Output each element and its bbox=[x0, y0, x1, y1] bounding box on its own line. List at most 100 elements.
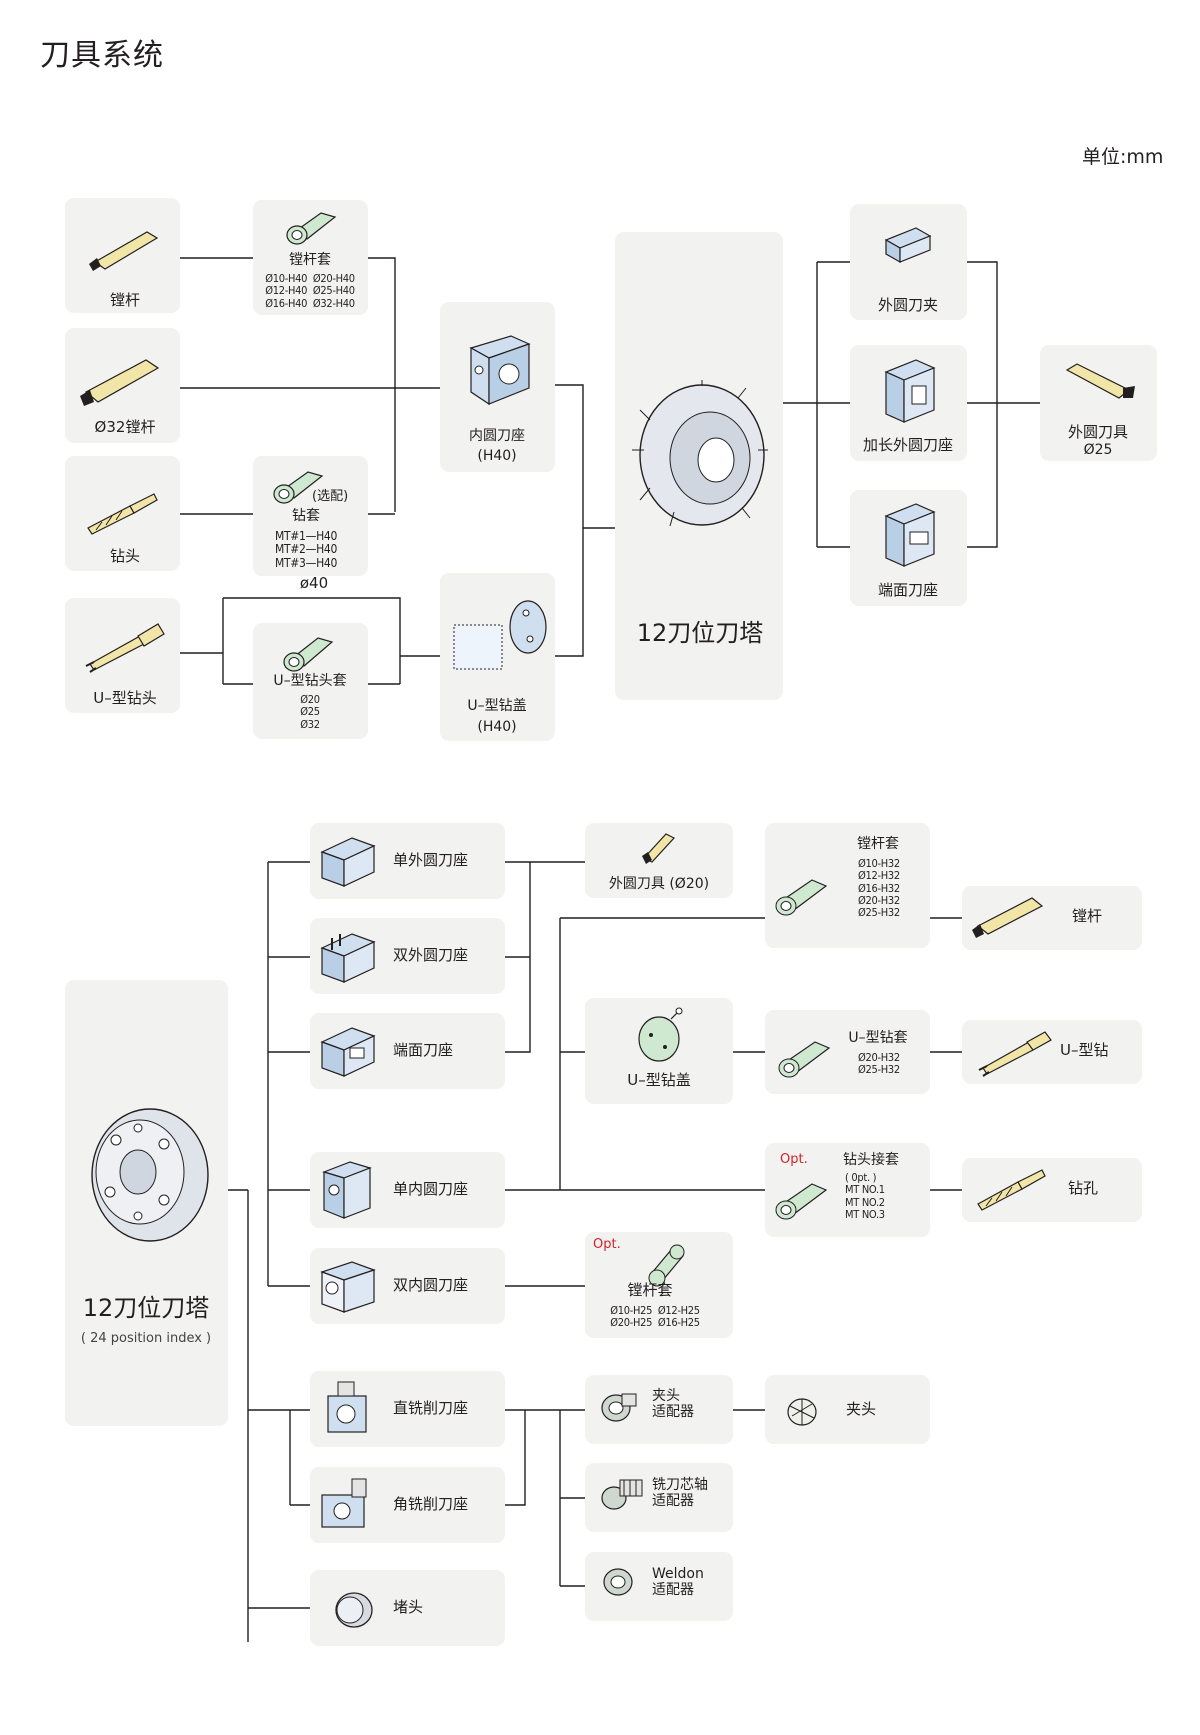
label-bar32: Ø32镗杆 bbox=[94, 418, 156, 436]
label-sleeve32: 镗杆套 bbox=[857, 836, 899, 852]
label-drill-adapter: 钻头接套 bbox=[843, 1152, 899, 1168]
node-clamp bbox=[850, 204, 967, 320]
label-drill-sleeve: 钻套 bbox=[292, 508, 320, 524]
u-drill-icon bbox=[85, 623, 165, 673]
label-collet: 夹头 bbox=[846, 1400, 877, 1418]
straight-mill-holder-icon bbox=[327, 1381, 367, 1433]
label-straight-mill: 直铣削刀座 bbox=[393, 1399, 469, 1417]
single-ext-holder-icon bbox=[320, 837, 376, 887]
label-u-sleeve: U–型钻头套 bbox=[273, 673, 347, 689]
holder-block-icon bbox=[469, 335, 531, 406]
label-turret-top: 12刀位刀塔 bbox=[636, 619, 764, 647]
mill-adapter-icon bbox=[601, 1479, 643, 1510]
u-sleeve-bottom-icon bbox=[778, 1041, 831, 1078]
u-cap-icon bbox=[453, 600, 547, 670]
specs-sleeve32: Ø10-H32 Ø12-H32 Ø16-H32 Ø20-H32 Ø25-H32 bbox=[858, 857, 900, 920]
plug-icon bbox=[335, 1592, 373, 1628]
label-u-cap-bottom: U–型钻盖 bbox=[627, 1071, 691, 1089]
opt-tag-sleeve2: Opt. bbox=[593, 1237, 621, 1252]
label-u-cap: U–型钻盖 bbox=[467, 698, 527, 714]
node-u-drill-bottom bbox=[962, 1020, 1142, 1084]
drill-adapter-icon bbox=[775, 1183, 828, 1220]
label-double-ext: 双外圆刀座 bbox=[393, 946, 469, 964]
opt-tag-drill-adapter: Opt. bbox=[780, 1152, 808, 1167]
face-holder-bottom-icon bbox=[320, 1027, 376, 1077]
sleeve32-icon bbox=[775, 879, 828, 916]
specs-drill-sleeve: MT#1—H40 MT#2—H40 MT#3—H40 bbox=[274, 529, 338, 570]
label-mill-adapter: 铣刀芯轴 适配器 bbox=[652, 1477, 708, 1510]
collet-icon bbox=[787, 1398, 817, 1426]
specs-sleeve2: Ø10-H25 Ø12-H25 Ø20-H25 Ø16-H25 bbox=[610, 1304, 700, 1330]
node-sleeve bbox=[253, 200, 368, 315]
node-drill-adapter bbox=[765, 1143, 930, 1237]
face-holder-icon bbox=[884, 503, 936, 567]
node-boring-bar-bottom bbox=[962, 886, 1142, 950]
label-single-int: 单内圆刀座 bbox=[393, 1180, 469, 1198]
u-cap-bottom-icon bbox=[638, 1007, 683, 1062]
label-weldon-adapter: Weldon 适配器 bbox=[652, 1566, 704, 1599]
label-ext-holder: 加长外圆刀座 bbox=[862, 436, 954, 454]
label-collet-adapter: 夹头 适配器 bbox=[652, 1388, 694, 1421]
ext-tool-20-icon bbox=[642, 833, 675, 864]
label-drilling: 钻孔 bbox=[1068, 1179, 1099, 1197]
clamp-icon bbox=[884, 227, 932, 264]
node-u-sleeve-bottom bbox=[765, 1010, 930, 1094]
u-drill-bottom-icon bbox=[978, 1031, 1052, 1077]
sleeve2-icon bbox=[648, 1244, 685, 1287]
label-boring-bar: 镗杆 bbox=[109, 291, 141, 309]
boring-bar-32-icon bbox=[80, 359, 160, 406]
label-ext-tool-20: 外圆刀具 (Ø20) bbox=[608, 876, 710, 892]
specs-u-sleeve-bottom: Ø20-H32 Ø25-H32 bbox=[858, 1051, 900, 1077]
label-sleeve: 镗杆套 bbox=[289, 252, 331, 268]
node-ext-tool-20 bbox=[585, 823, 733, 898]
label-ext-tool-sub: Ø25 bbox=[1083, 442, 1113, 458]
label-inner-holder-sub: (H40) bbox=[477, 448, 517, 464]
specs-drill-adapter: ( 0pt. ) MT NO.1 MT NO.2 MT NO.3 bbox=[845, 1171, 885, 1221]
drill-icon bbox=[87, 493, 158, 535]
sleeve-icon bbox=[286, 212, 337, 245]
boring-bar-bottom-icon bbox=[972, 897, 1044, 938]
ext-tool-icon bbox=[1065, 363, 1135, 399]
label-boring-bar-bottom: 镗杆 bbox=[1072, 907, 1103, 925]
label-plug: 堵头 bbox=[393, 1598, 424, 1616]
turret-icon bbox=[632, 380, 768, 527]
label-ext-tool: 外圆刀具 bbox=[1067, 423, 1129, 441]
label-single-ext: 单外圆刀座 bbox=[393, 851, 469, 869]
page-title: 刀具系统 bbox=[40, 38, 164, 73]
label-u-sleeve-bottom: U–型钻套 bbox=[848, 1030, 908, 1046]
unit-label: 单位:mm bbox=[1082, 146, 1164, 168]
specs-u-sleeve: Ø20 Ø25 Ø32 bbox=[300, 693, 320, 731]
angle-mill-holder-icon bbox=[321, 1478, 367, 1528]
double-int-holder-icon bbox=[320, 1261, 376, 1313]
boring-bar-icon bbox=[89, 231, 159, 271]
label-drill-sleeve-option: (选配) bbox=[312, 489, 349, 504]
node-ext-tool bbox=[1040, 345, 1157, 461]
label-u-drill: U–型钻头 bbox=[93, 689, 157, 707]
label-face: 端面刀座 bbox=[393, 1041, 454, 1059]
specs-sleeve: Ø10-H40 Ø20-H40 Ø12-H40 Ø25-H40 Ø16-H40 … bbox=[265, 272, 355, 310]
collet-adapter-icon bbox=[601, 1393, 637, 1422]
label-double-int: 双内圆刀座 bbox=[393, 1276, 469, 1294]
turret-wheel-icon bbox=[91, 1108, 209, 1242]
label-face-holder: 端面刀座 bbox=[877, 581, 939, 599]
label-turret-bottom-sub: ( 24 position index ) bbox=[80, 1331, 212, 1346]
label-sleeve2: 镗杆套 bbox=[627, 1281, 673, 1299]
double-ext-holder-icon bbox=[320, 933, 376, 983]
label-angle-mill: 角铣削刀座 bbox=[393, 1495, 469, 1513]
label-drill: 钻头 bbox=[109, 547, 141, 565]
label-u-cap-sub: (H40) bbox=[477, 719, 517, 735]
label-inner-holder: 内圆刀座 bbox=[469, 428, 525, 444]
label-dia40: ø40 bbox=[299, 574, 329, 592]
label-turret-bottom: 12刀位刀塔 bbox=[82, 1294, 210, 1322]
u-sleeve-icon bbox=[283, 637, 334, 672]
node-sleeve32 bbox=[765, 823, 930, 948]
single-int-holder-icon bbox=[322, 1161, 372, 1219]
ext-holder-icon bbox=[884, 359, 936, 423]
label-u-drill-bottom: U–型钻 bbox=[1060, 1041, 1109, 1059]
label-clamp: 外圆刀夹 bbox=[877, 296, 939, 314]
drill-sleeve-icon bbox=[273, 471, 324, 504]
drilling-icon bbox=[977, 1169, 1046, 1211]
weldon-adapter-icon bbox=[603, 1568, 633, 1596]
node-drilling bbox=[962, 1158, 1142, 1222]
